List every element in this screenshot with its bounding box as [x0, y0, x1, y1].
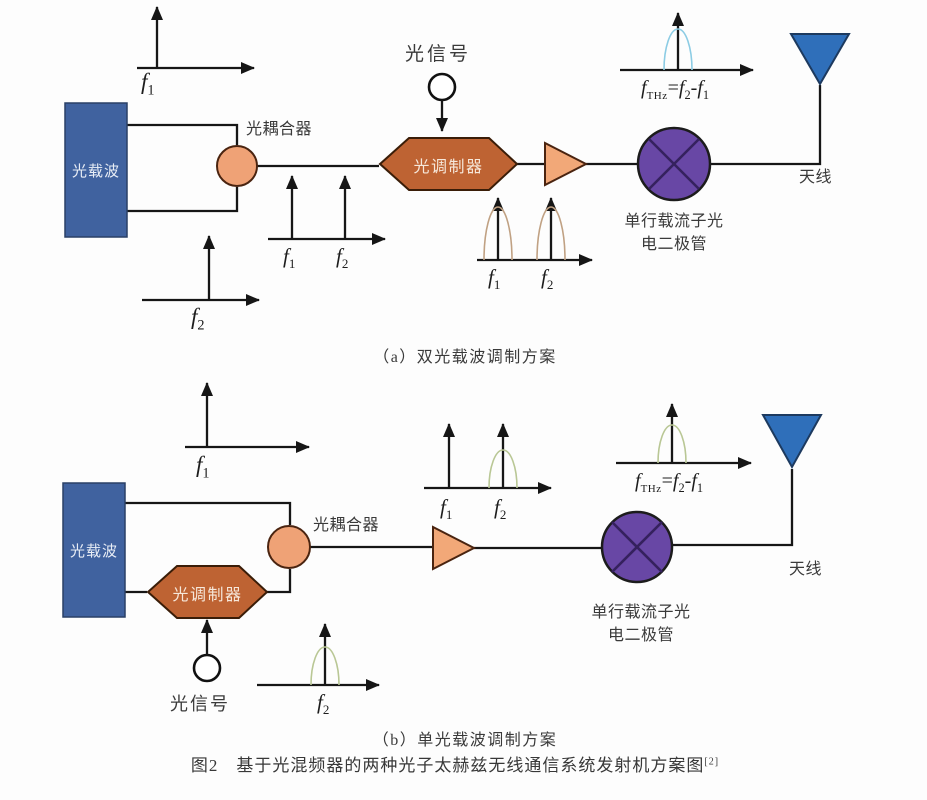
diagram-a: [64, 6, 851, 306]
peak-f2-comb-b: [488, 449, 518, 489]
antenna-label-b: 天线: [789, 561, 823, 578]
photodiode-label-b: 单行载流子光 电二极管: [591, 604, 691, 645]
peak-f1-a: [483, 206, 513, 261]
f1-label-source-b: f1: [196, 452, 210, 482]
wire-carrier-top-b: [125, 501, 292, 525]
wire-carrier-bottom-a: [127, 187, 239, 213]
photodiode-label-a: 单行载流子光 电二极管: [624, 213, 724, 254]
f2-label-comb-a: f2: [336, 244, 349, 272]
optical-coupler-b: [267, 525, 311, 569]
figure-caption: 图2 基于光混频器的两种光子太赫兹无线通信系统发射机方案图[2]: [190, 756, 720, 775]
f2-label-modulated-a: f2: [541, 265, 554, 293]
spectrum-f2-source-a: [142, 235, 260, 306]
optical-carrier-label-a: 光载波: [71, 163, 120, 180]
spectrum-modulated-a: [477, 197, 593, 266]
f1-label-modulated-a: f1: [488, 265, 501, 293]
optical-signal-input-b: [192, 619, 222, 683]
optical-coupler-label-a: 光耦合器: [246, 121, 313, 138]
spectrum-thz-a: [620, 12, 754, 76]
spectrum-thz-b: [616, 403, 752, 469]
spectrum-f1f2-comb-a: [268, 175, 386, 245]
f1-label-comb-a: f1: [283, 244, 296, 272]
optical-carrier-label-b: 光载波: [69, 543, 118, 560]
optical-coupler-label-b: 光耦合器: [313, 517, 380, 534]
wire-mixer-antenna-b: [672, 469, 794, 547]
caption-a: （a）双光载波调制方案: [373, 349, 557, 366]
wire-carrier-top-a: [127, 123, 239, 145]
fthz-formula-b: fTHz=f2-f1: [635, 470, 704, 495]
f2-label-comb-b: f2: [494, 495, 507, 523]
optical-modulator-hexagon-a: [378, 137, 519, 191]
figure-caption-reference: [2]: [704, 756, 720, 768]
optical-coupler-a: [216, 145, 258, 187]
optical-carrier-box-a: [64, 102, 128, 238]
diagram-b: [62, 382, 823, 691]
antenna-triangle-a: [789, 33, 851, 86]
amplifier-triangle-a: [544, 141, 589, 187]
spectrum-f1-source-a: [137, 6, 255, 74]
optical-signal-input-a: [427, 72, 457, 132]
spectrum-f1-source-b: [185, 382, 310, 453]
wire-modulator-coupler-b: [267, 569, 292, 594]
photodiode-mixer-a: [636, 126, 712, 202]
spectrum-f2-modulated-b: [257, 623, 380, 691]
optical-modulator-label-a: 光调制器: [413, 159, 484, 176]
peak-f2-b: [310, 646, 340, 686]
peak-thz-a: [663, 28, 693, 71]
caption-b: （b）单光载波调制方案: [372, 732, 558, 749]
peak-f2-a: [536, 206, 566, 261]
amplifier-triangle-b: [432, 525, 477, 571]
optical-modulator-label-b: 光调制器: [172, 587, 243, 604]
antenna-label-a: 天线: [799, 169, 833, 186]
optical-signal-label-a: 光信号: [405, 44, 472, 65]
peak-thz-b: [657, 424, 687, 464]
fthz-formula-a: fTHz=f2-f1: [641, 77, 710, 102]
f2-label-source-a: f2: [191, 304, 205, 334]
optical-modulator-hexagon-b: [146, 565, 269, 619]
antenna-triangle-b: [761, 414, 823, 470]
photodiode-mixer-b: [600, 510, 674, 584]
optical-signal-label-b: 光信号: [170, 694, 230, 714]
f2-label-modulated-b: f2: [317, 690, 330, 718]
optical-carrier-box-b: [62, 482, 126, 618]
wire-mixer-antenna-a: [710, 85, 822, 166]
f1-label-source-a: f1: [141, 69, 155, 99]
f1-label-comb-b: f1: [440, 495, 453, 523]
spectrum-combined-b: [424, 423, 552, 494]
